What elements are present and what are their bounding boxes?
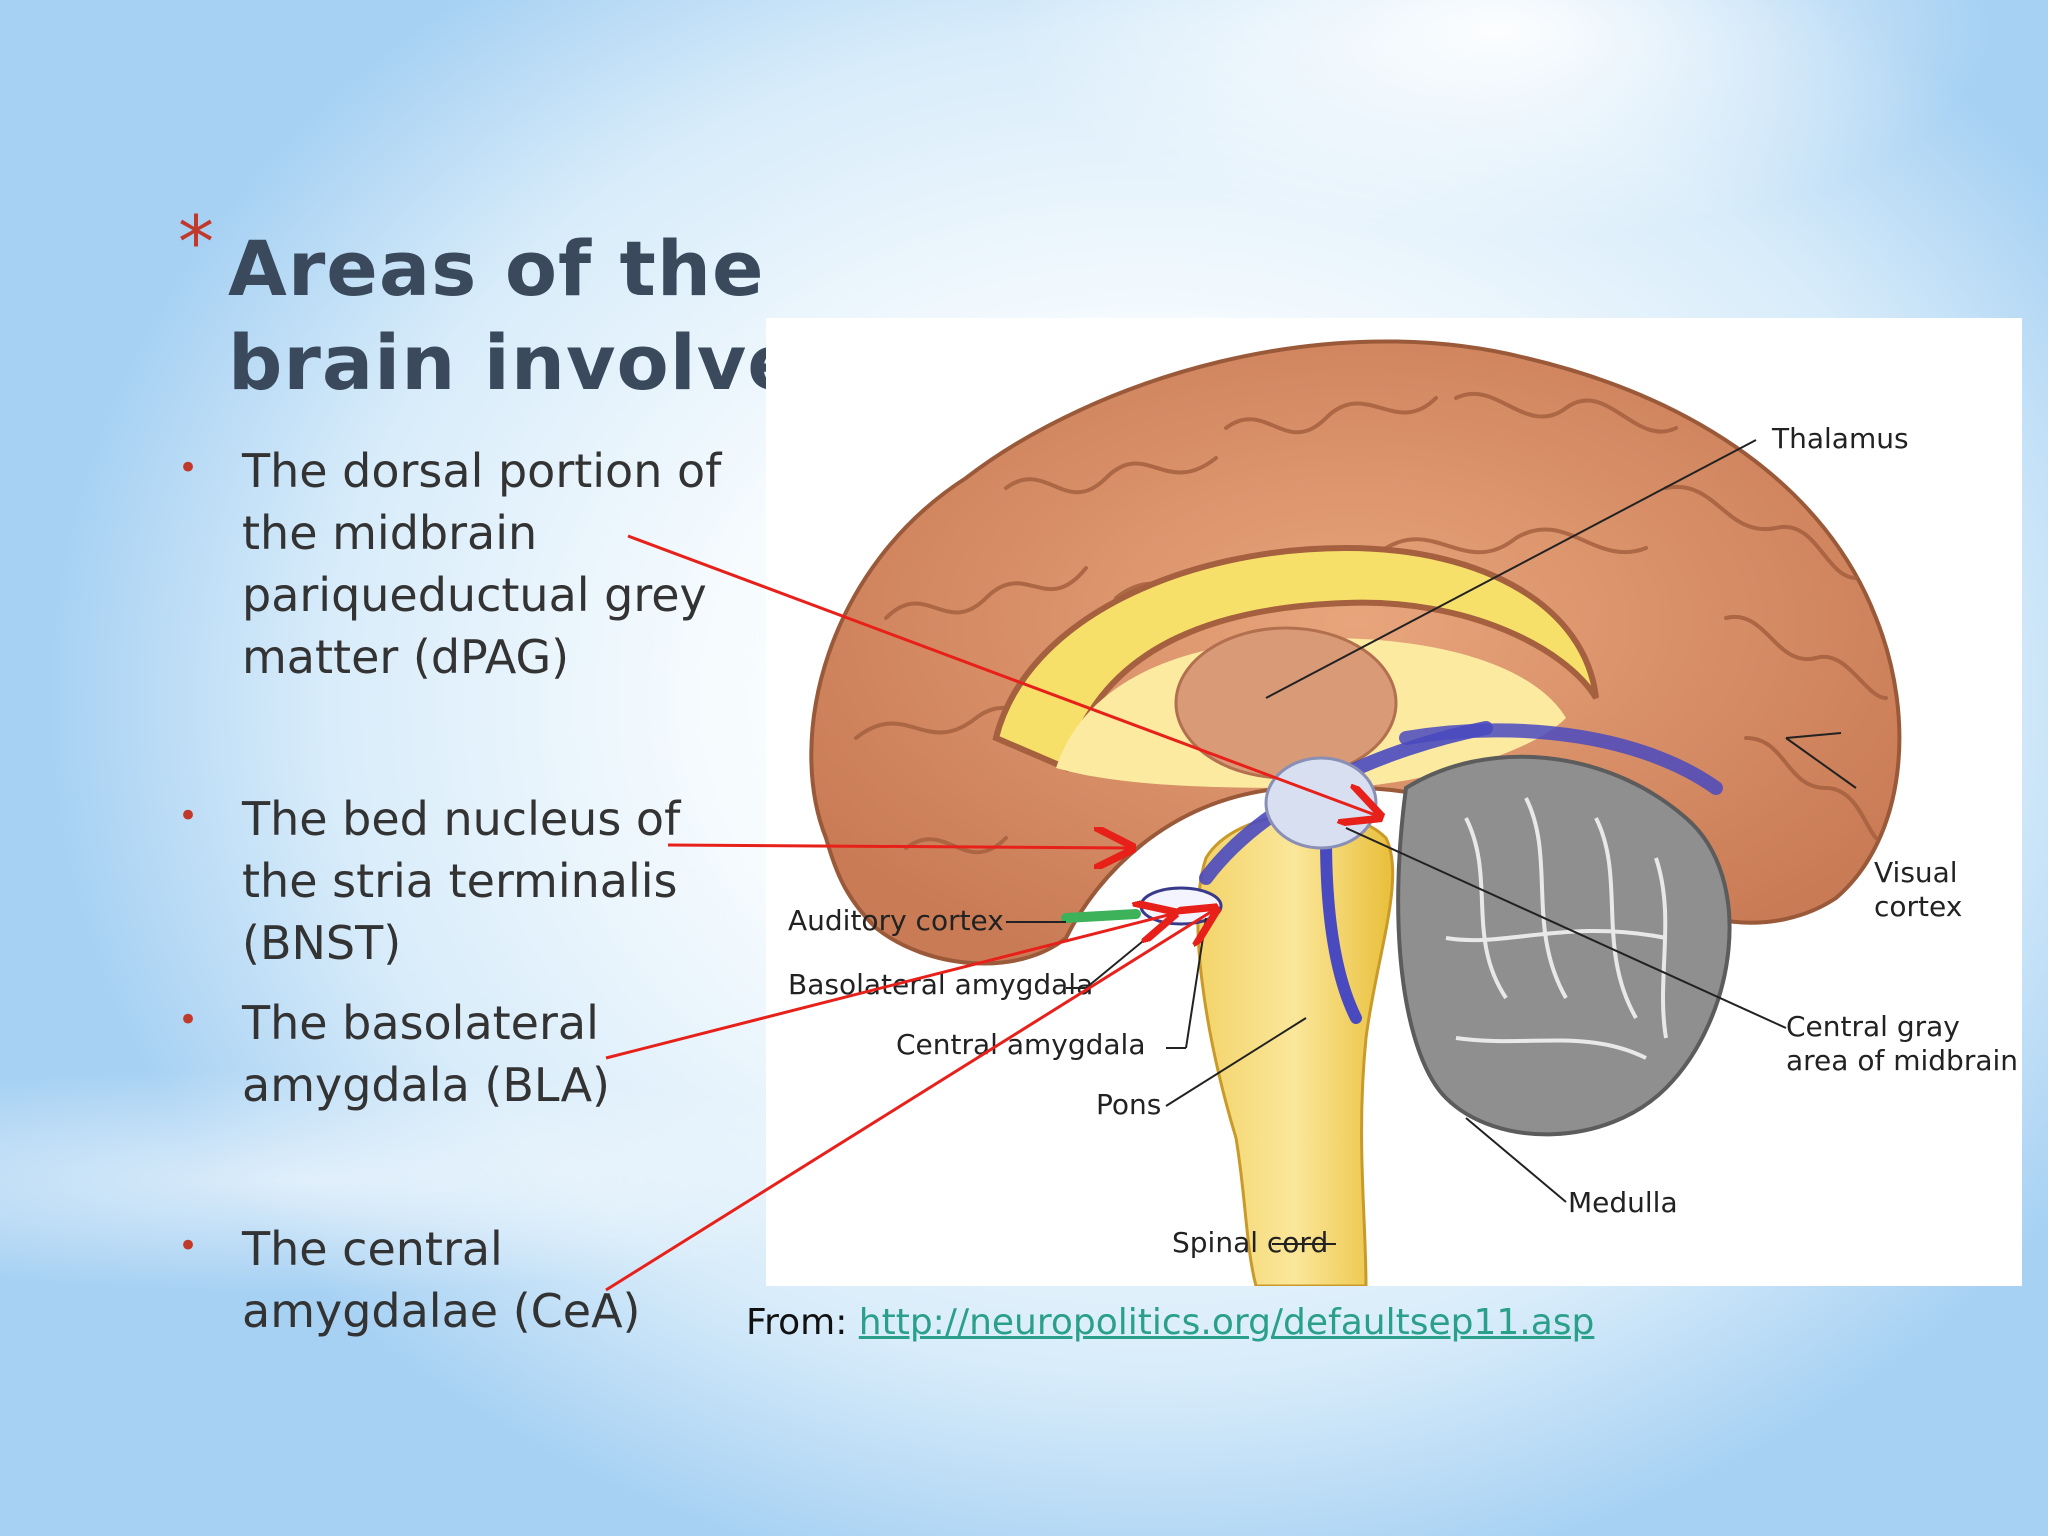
label-medulla: Medulla <box>1568 1186 1678 1219</box>
arrow-bla <box>605 914 1172 1060</box>
cerebellum-folia <box>1445 797 1668 1060</box>
bullet-marker: • <box>178 448 199 488</box>
title-marker: * <box>178 200 214 284</box>
label-spinal-cord: Spinal cord <box>1172 1226 1329 1259</box>
label-central-amygdala: Central amygdala <box>896 1028 1146 1061</box>
arrow-dpag <box>627 534 1378 816</box>
label-visual-cortex: Visual cortex <box>1874 856 1963 923</box>
brain-illustration <box>809 339 1902 1286</box>
bullet-marker: • <box>178 1000 199 1040</box>
bullet-text: The basolateral amygdala (BLA) <box>242 996 610 1112</box>
source-citation: From: http://neuropolitics.org/defaultse… <box>746 1302 1594 1343</box>
brain-figure: Thalamus Visual cortex Central gray area… <box>766 318 2022 1286</box>
bullet-marker: • <box>178 796 199 836</box>
arrow-cea <box>605 910 1214 1292</box>
source-link[interactable]: http://neuropolitics.org/defaultsep11.as… <box>858 1302 1595 1343</box>
bullet-text: The dorsal portion of the midbrain pariq… <box>242 444 722 684</box>
label-central-gray: Central gray area of midbrain <box>1786 1010 2019 1077</box>
label-auditory-cortex: Auditory cortex <box>788 904 1004 937</box>
bullet-marker: • <box>178 1226 199 1266</box>
bullet-text: The bed nucleus of the stria terminalis … <box>242 792 681 970</box>
source-prefix: From: <box>746 1302 848 1343</box>
label-thalamus: Thalamus <box>1772 422 1909 455</box>
label-pons: Pons <box>1096 1088 1162 1121</box>
bullet-text: The central amygdalae (CeA) <box>242 1222 641 1338</box>
arrow-bnst <box>667 845 1130 848</box>
